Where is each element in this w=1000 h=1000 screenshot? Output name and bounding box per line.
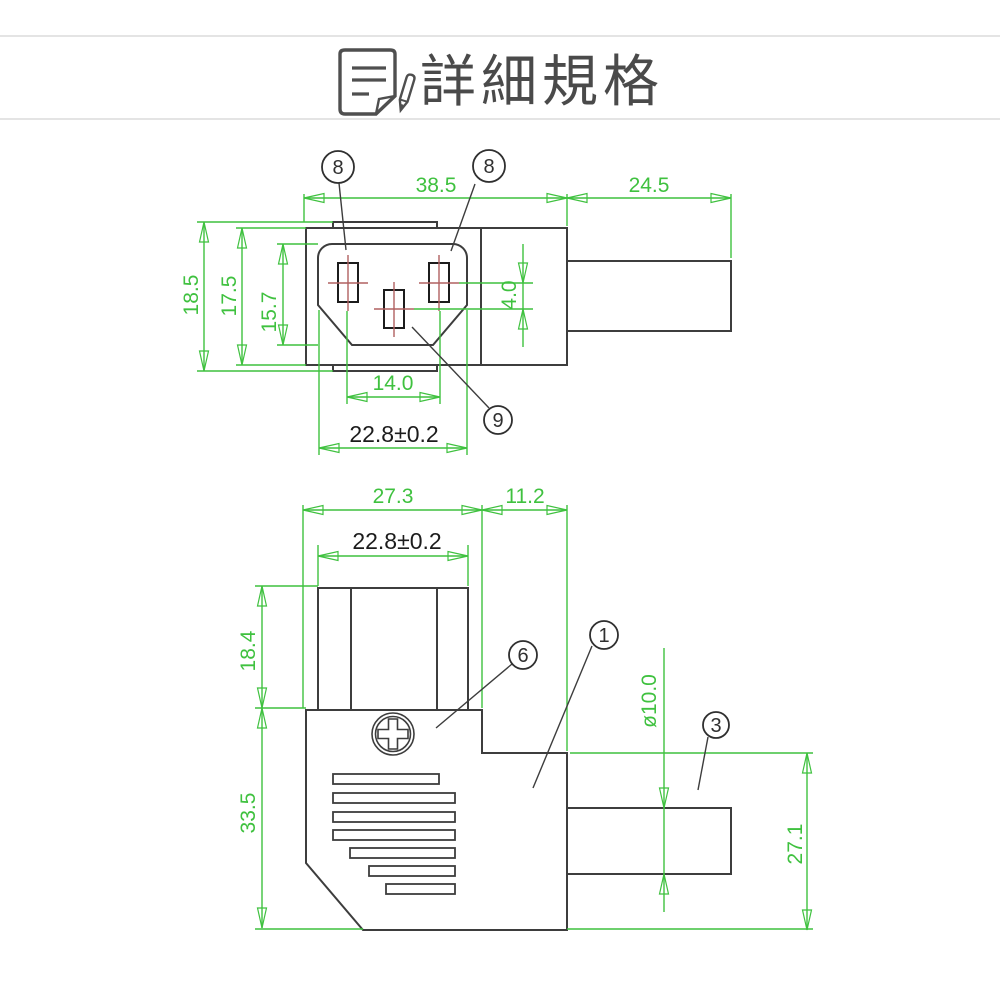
screw-icon [371, 712, 415, 756]
callout-pin-earth-number: 9 [492, 410, 503, 432]
dim-cable-diameter: ø10.0 [638, 674, 661, 728]
callout-cable-number: 3 [710, 715, 721, 737]
vent-slots [332, 773, 456, 895]
dim-body-width: 27.3 [373, 485, 414, 508]
callout-screw: 6 [435, 640, 538, 729]
bottom-view: 27.3 11.2 22.8±0.2 18.4 33.5 ø10.0 27.1 … [237, 485, 813, 931]
callout-body: 1 [532, 620, 619, 789]
top-view-dimension-lines [197, 192, 732, 455]
page-title: 詳細規格 [420, 50, 664, 113]
callout-pin-earth: 9 [411, 326, 513, 435]
dim-pin-offset: 4.0 [498, 280, 521, 309]
dim-pin-spacing: 14.0 [373, 372, 414, 395]
pen-icon [398, 73, 416, 114]
callout-pin-left-number: 8 [332, 157, 343, 179]
dim-height-overall: 18.5 [180, 275, 203, 316]
dim-opening-height: 15.7 [258, 292, 281, 333]
header: 詳細規格 [0, 35, 1000, 120]
callout-pin-left: 8 [321, 150, 355, 251]
dim-step-width: 11.2 [505, 485, 544, 508]
callout-cable: 3 [697, 711, 730, 791]
bottom-view-body-outline [305, 587, 732, 931]
pin-right [419, 255, 459, 311]
dim-cable-length: 24.5 [629, 174, 670, 197]
dim-overall-width: 38.5 [416, 174, 457, 197]
bottom-view-dimension-lines [255, 504, 813, 931]
document-pen-icon [338, 48, 416, 116]
callout-screw-number: 6 [517, 645, 528, 667]
dim-right-height: 27.1 [784, 824, 807, 865]
dim-body-height: 33.5 [237, 793, 260, 834]
top-view: 38.5 24.5 18.5 17.5 15.7 4.0 14.0 22.8±0… [180, 149, 732, 455]
callout-pin-right-number: 8 [483, 156, 494, 178]
dim-shroud-width: 22.8±0.2 [352, 528, 441, 554]
dim-height-body: 17.5 [218, 276, 241, 317]
dim-shroud-height: 18.4 [237, 630, 260, 671]
pin-left [328, 255, 368, 311]
callout-body-number: 1 [598, 625, 609, 647]
callout-pin-right: 8 [450, 149, 506, 252]
pin-earth-middle [374, 282, 414, 337]
dim-opening-width: 22.8±0.2 [349, 421, 438, 447]
